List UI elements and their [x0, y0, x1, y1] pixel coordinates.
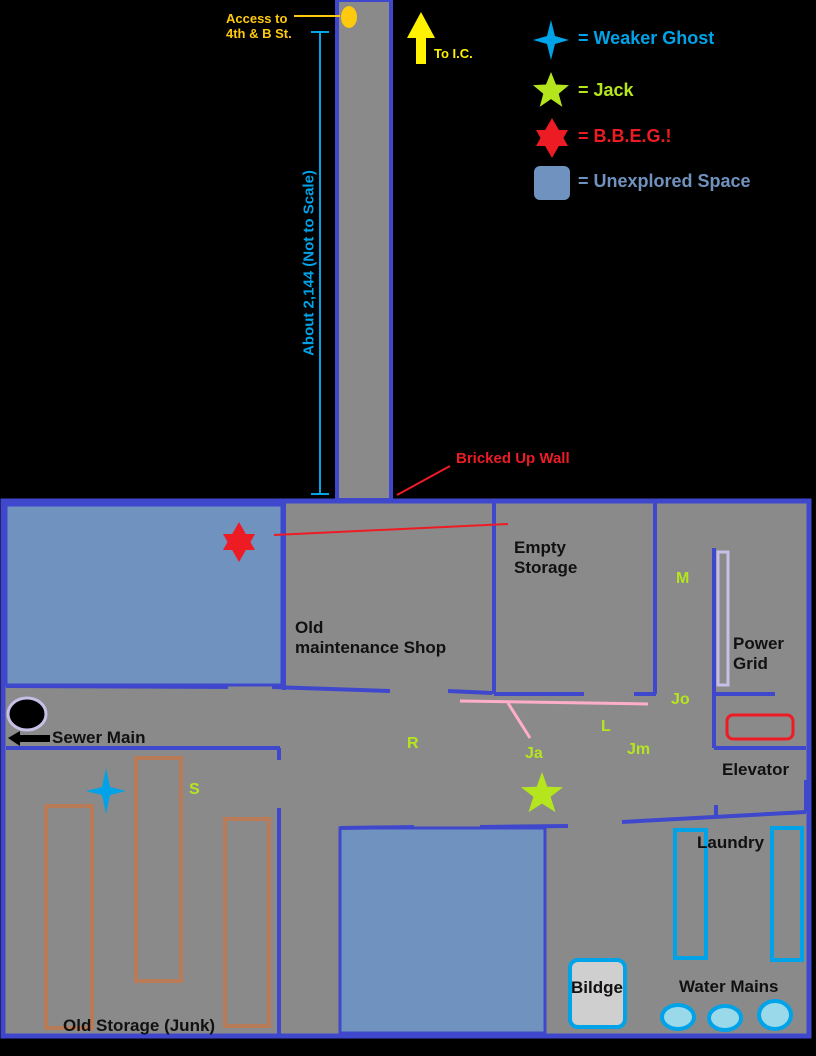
power-grid-panel [716, 550, 730, 687]
bricked-wall-label: Bricked Up Wall [456, 450, 570, 467]
legend-jack: = Jack [578, 80, 634, 100]
bildge-label: Bildge [571, 978, 623, 997]
legend-unexplored-swatch [534, 166, 570, 200]
sewer-opening-icon[interactable] [6, 696, 48, 732]
elevator-icon[interactable] [725, 713, 795, 741]
pink-lines [459, 699, 649, 739]
sewer-main-label: Sewer Main [52, 728, 146, 747]
legend-weaker-ghost: = Weaker Ghost [578, 28, 715, 48]
to-ic-label: To I.C. [434, 46, 473, 61]
power-grid-label: Power Grid [733, 634, 785, 673]
interior-walls [5, 503, 808, 1034]
up-arrow-icon [407, 12, 435, 64]
marker-s[interactable]: S [189, 781, 200, 798]
distance-label: About 2,144 (Not to Scale) [300, 170, 318, 356]
weaker-ghost-icon[interactable] [86, 768, 126, 814]
old-storage-label: Old Storage (Junk) [63, 1016, 216, 1035]
maintenance-shop-label: Old maintenance Shop [295, 618, 447, 657]
marker-jo[interactable]: Jo [671, 691, 690, 708]
laundry-label: Laundry [697, 833, 765, 852]
north-corridor [335, 0, 393, 502]
legend-unexplored: = Unexplored Space [578, 171, 751, 191]
laundry-machines [673, 826, 804, 962]
legend-ghost-icon [533, 20, 569, 60]
empty-storage-label: Empty Storage [514, 538, 578, 577]
bbeg-icon[interactable] [223, 522, 255, 562]
marker-ja[interactable]: Ja [525, 745, 543, 762]
junk-piles [44, 756, 271, 1030]
bricked-wall-pointer [396, 465, 451, 496]
unexplored-room-south [338, 826, 547, 1035]
elevator-label: Elevator [722, 760, 790, 779]
bildge-tank [568, 958, 627, 1029]
marker-l[interactable]: L [601, 718, 611, 735]
legend-jack-icon [533, 72, 569, 107]
left-arrow-icon [8, 731, 50, 746]
water-mains [660, 999, 793, 1032]
legend-bbeg-icon [536, 118, 568, 158]
marker-r[interactable]: R [407, 735, 419, 752]
marker-m[interactable]: M [676, 570, 690, 587]
marker-jm[interactable]: Jm [627, 741, 651, 758]
water-mains-label: Water Mains [679, 977, 779, 996]
access-label: Access to 4th & B St. [226, 11, 292, 41]
distance-line [311, 31, 329, 495]
access-point-icon[interactable] [341, 6, 357, 28]
jack-icon[interactable] [521, 772, 563, 813]
red-line [273, 523, 509, 536]
legend-bbeg: = B.B.E.G.! [578, 126, 672, 146]
